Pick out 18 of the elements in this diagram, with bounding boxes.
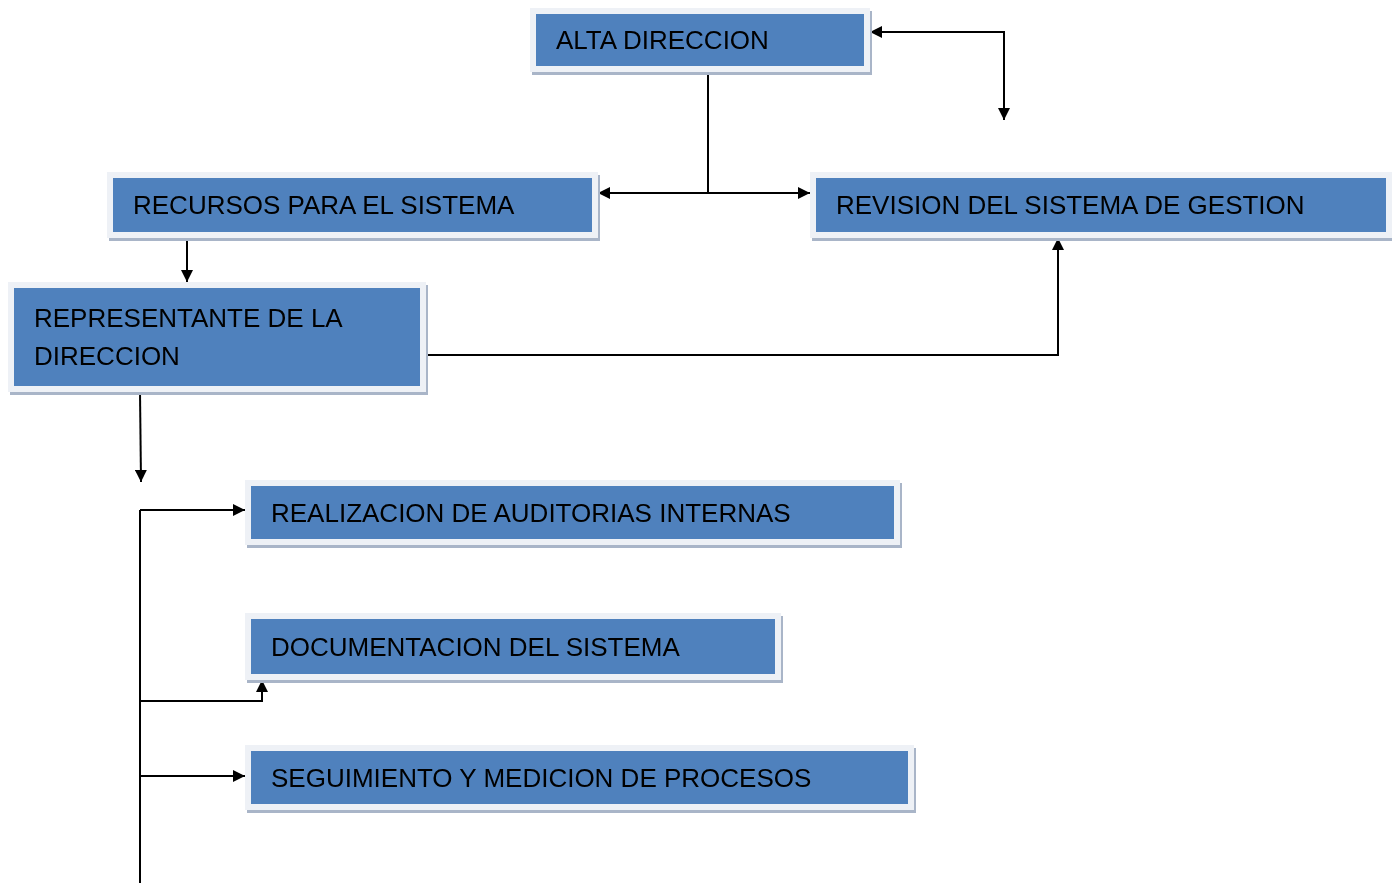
process-box [810,172,1392,238]
box-label: REVISION DEL SISTEMA DE GESTION [836,189,1305,222]
box-label: REPRESENTANTE DE LA DIRECCION [34,302,343,373]
box-label: DOCUMENTACION DEL SISTEMA [271,630,680,664]
arrow [869,26,1010,121]
box-label: RECURSOS PARA EL SISTEMA [133,189,515,222]
process-box [530,8,870,72]
arrow [139,504,246,516]
process-box [245,613,781,680]
process-box [245,480,900,545]
box-label: REALIZACION DE AUDITORIAS INTERNAS [271,496,791,530]
connector-line [139,509,141,883]
process-box [245,745,914,810]
process-box [107,172,598,238]
process-box [8,282,426,392]
box-label: SEGUIMIENTO Y MEDICION DE PROCESOS [271,761,812,795]
box-label: ALTA DIRECCION [556,24,769,57]
arrow [139,770,246,782]
